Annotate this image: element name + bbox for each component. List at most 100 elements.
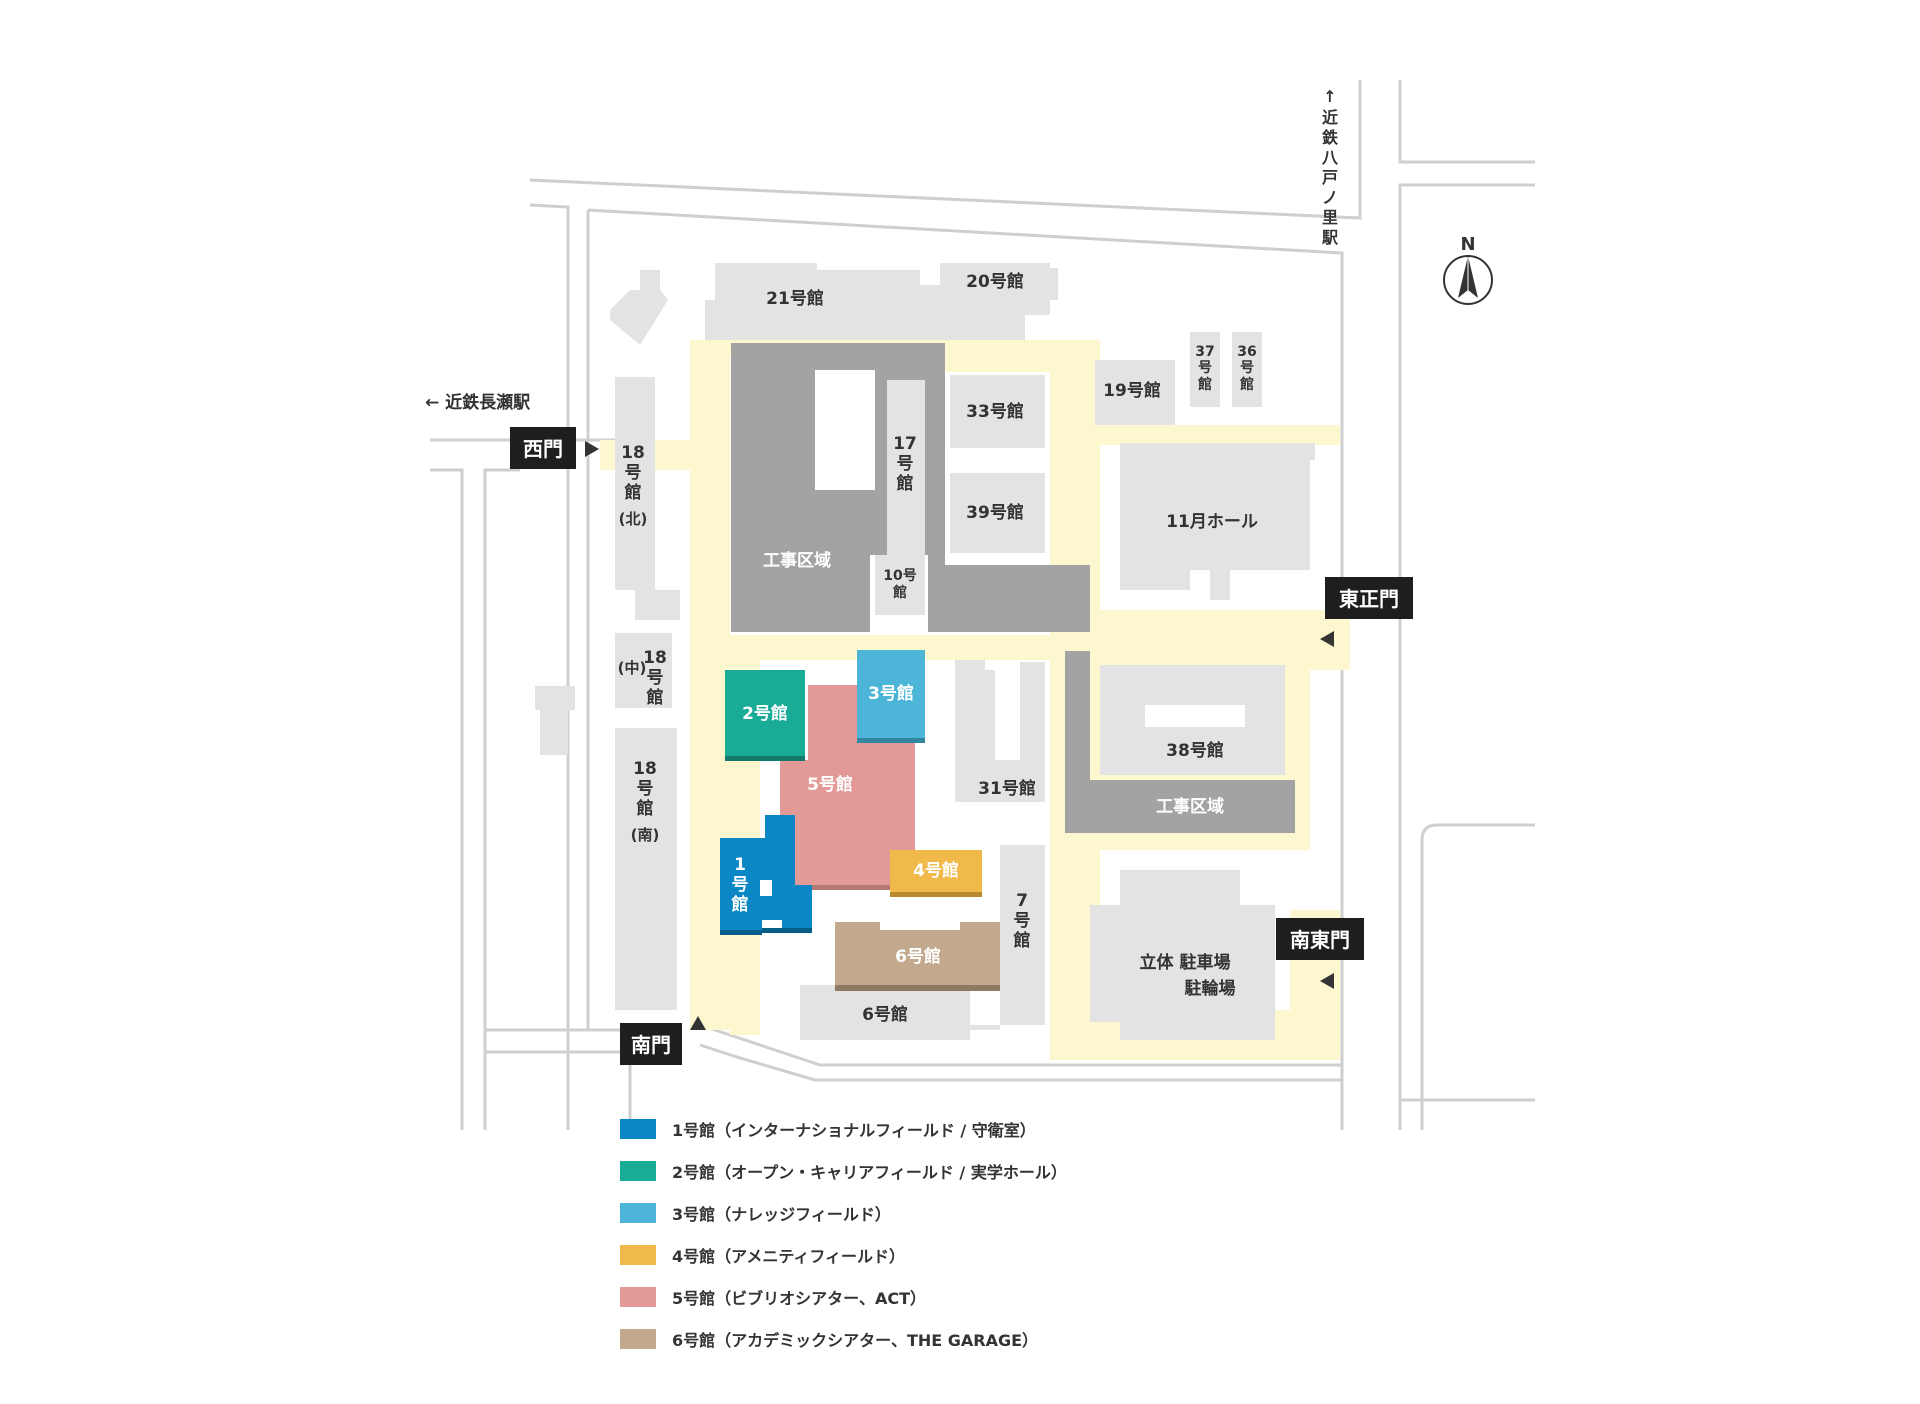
legend-swatch bbox=[620, 1203, 656, 1223]
station-north-label: ↑ 近 鉄 八 戸 ノ 里 駅 bbox=[1321, 87, 1339, 247]
building-7-label: 7 号 館 bbox=[1013, 891, 1031, 951]
gate-south-east-arrow-icon bbox=[1320, 973, 1334, 989]
svg-text:号: 号 bbox=[897, 454, 914, 474]
legend-swatch bbox=[620, 1287, 656, 1307]
svg-text:館: 館 bbox=[1239, 376, 1254, 393]
building-5-shape bbox=[780, 685, 915, 885]
legend-item-6: 6号館（アカデミックシアター、THE GARAGE） bbox=[620, 1318, 1067, 1360]
legend-item-2: 2号館（オープン・キャリアフィールド / 実学ホール） bbox=[620, 1150, 1067, 1192]
building-6-upper-label: 6号館 bbox=[895, 946, 941, 967]
building-7-shape bbox=[970, 845, 1045, 1030]
gate-south-east[interactable]: 南東門 bbox=[1276, 918, 1364, 989]
station-west-label: ← 近鉄長瀬駅 bbox=[425, 392, 531, 413]
building-21-shape bbox=[705, 263, 935, 340]
building-labels: 21号館 20号館 33号館 39号館 19号館 37 号 館 36 号 館 1… bbox=[618, 271, 1258, 1025]
building-37-label: 37 号 館 bbox=[1195, 344, 1214, 393]
gate-south-arrow-icon bbox=[690, 1016, 706, 1030]
svg-text:号: 号 bbox=[1198, 360, 1212, 376]
building-33-shape bbox=[950, 375, 1045, 448]
svg-text:17: 17 bbox=[893, 434, 917, 454]
gate-west[interactable]: 西門 bbox=[510, 427, 599, 469]
svg-text:号: 号 bbox=[732, 875, 749, 895]
building-3-shape bbox=[857, 650, 925, 738]
compass: N bbox=[1443, 234, 1493, 305]
legend-label: 3号館（ナレッジフィールド） bbox=[672, 1205, 891, 1224]
building-18-center-shape bbox=[615, 633, 672, 708]
building-31-shape bbox=[955, 660, 1045, 802]
svg-text:館: 館 bbox=[892, 584, 907, 601]
building-18-north-shape bbox=[615, 377, 680, 620]
svg-text:ノ: ノ bbox=[1322, 188, 1338, 207]
building-2-shape bbox=[725, 670, 805, 756]
building-3-label: 3号館 bbox=[868, 683, 914, 704]
building-17-label: 17 号 館 bbox=[893, 434, 917, 494]
svg-text:近: 近 bbox=[1322, 108, 1338, 127]
legend-swatch bbox=[620, 1161, 656, 1181]
building-parking-shape bbox=[1090, 870, 1275, 1040]
building-20-label: 20号館 bbox=[966, 271, 1024, 292]
building-36-shape bbox=[1232, 332, 1262, 407]
svg-text:館: 館 bbox=[636, 798, 654, 819]
building-round-shape bbox=[610, 270, 668, 345]
svg-text:駅: 駅 bbox=[1321, 228, 1339, 247]
construction-area-2-shape bbox=[1065, 651, 1295, 833]
svg-text:館: 館 bbox=[646, 687, 664, 708]
building-18-north-label: 18 号 館 (北) bbox=[619, 443, 648, 528]
svg-text:館: 館 bbox=[731, 894, 749, 915]
svg-text:号: 号 bbox=[625, 463, 642, 483]
building-1-shape bbox=[720, 815, 812, 930]
svg-text:鉄: 鉄 bbox=[1322, 128, 1338, 147]
svg-text:(北): (北) bbox=[619, 510, 648, 528]
gate-east-main[interactable]: 東正門 bbox=[1320, 577, 1413, 647]
svg-text:館: 館 bbox=[1013, 930, 1031, 951]
building-10-overlay bbox=[875, 555, 925, 615]
building-4-label: 4号館 bbox=[913, 860, 959, 881]
building-18-south-shape bbox=[615, 728, 677, 1010]
legend-swatch bbox=[620, 1245, 656, 1265]
gate-south[interactable]: 南門 bbox=[620, 1016, 706, 1065]
building-6-lower-label: 6号館 bbox=[862, 1004, 908, 1025]
svg-text:18: 18 bbox=[643, 648, 667, 668]
building-4-shape bbox=[890, 850, 982, 892]
construction-area-2-label: 工事区域 bbox=[1156, 796, 1224, 817]
svg-text:18: 18 bbox=[633, 759, 657, 779]
svg-text:1: 1 bbox=[734, 855, 746, 875]
legend-item-4: 4号館（アメニティフィールド） bbox=[620, 1234, 1067, 1276]
svg-text:西門: 西門 bbox=[523, 437, 563, 461]
building-31-label: 31号館 bbox=[978, 778, 1036, 799]
svg-text:館: 館 bbox=[896, 473, 914, 494]
svg-text:7: 7 bbox=[1016, 891, 1028, 911]
svg-text:18: 18 bbox=[621, 443, 645, 463]
svg-text:東正門: 東正門 bbox=[1339, 587, 1399, 611]
building-19-label: 19号館 bbox=[1103, 380, 1161, 401]
building-6-lower-shape bbox=[800, 985, 970, 1040]
building-21-label: 21号館 bbox=[766, 288, 824, 309]
building-38-label: 38号館 bbox=[1166, 740, 1224, 761]
svg-text:(中): (中) bbox=[618, 659, 647, 677]
legend-item-3: 3号館（ナレッジフィールド） bbox=[620, 1192, 1067, 1234]
svg-text:八: 八 bbox=[1321, 148, 1339, 167]
legend-item-1: 1号館（インターナショナルフィールド / 守衛室） bbox=[620, 1108, 1067, 1150]
building-6-upper-shape bbox=[835, 922, 1000, 985]
svg-text:立体 駐車場: 立体 駐車場 bbox=[1140, 952, 1231, 973]
building-18-center-label: 18 号 館 (中) bbox=[618, 648, 667, 708]
svg-text:号: 号 bbox=[1014, 911, 1031, 931]
construction-courtyard bbox=[815, 370, 875, 490]
parking-label: 立体 駐車場 駐輪場 bbox=[1140, 952, 1236, 999]
building-small-west-shape bbox=[535, 686, 575, 755]
gate-east-main-arrow-icon bbox=[1320, 631, 1334, 647]
svg-text:里: 里 bbox=[1322, 208, 1338, 227]
svg-text:号: 号 bbox=[1240, 360, 1254, 376]
building-19-shape bbox=[1095, 360, 1175, 425]
svg-text:館: 館 bbox=[1197, 376, 1212, 393]
legend-label: 2号館（オープン・キャリアフィールド / 実学ホール） bbox=[672, 1163, 1067, 1182]
building-17-overlay bbox=[887, 380, 925, 555]
legend-item-5: 5号館（ビブリオシアター、ACT） bbox=[620, 1276, 1067, 1318]
building-11-hall-shape bbox=[1120, 443, 1315, 600]
legend-label: 1号館（インターナショナルフィールド / 守衛室） bbox=[672, 1121, 1036, 1140]
legend: 1号館（インターナショナルフィールド / 守衛室） 2号館（オープン・キャリアフ… bbox=[620, 1108, 1067, 1360]
building-2-label: 2号館 bbox=[742, 703, 788, 724]
svg-text:36: 36 bbox=[1237, 344, 1256, 360]
svg-text:南東門: 南東門 bbox=[1290, 928, 1350, 952]
building-33-label: 33号館 bbox=[966, 401, 1024, 422]
